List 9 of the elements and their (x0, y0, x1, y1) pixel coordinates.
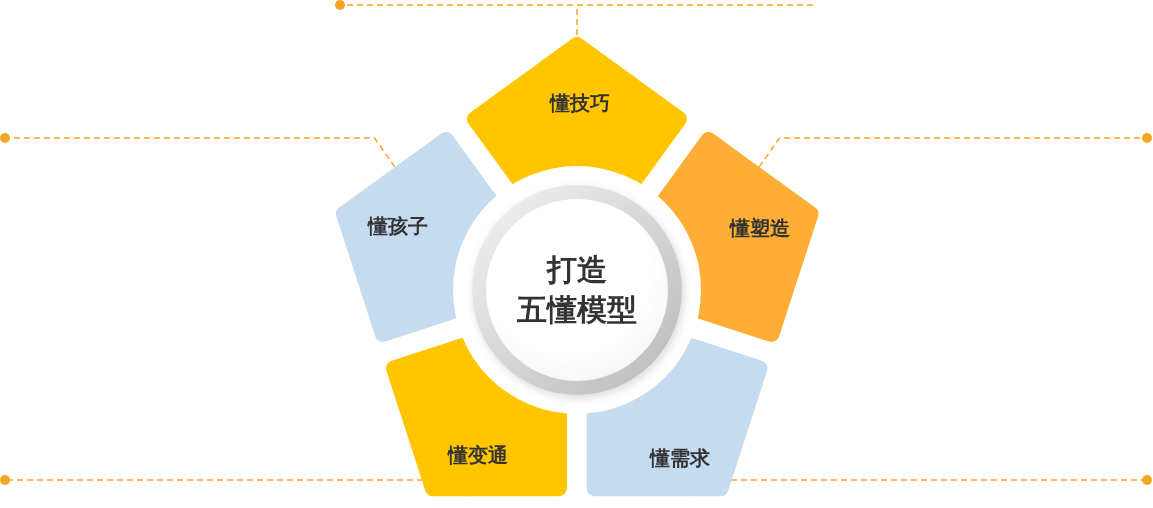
leader-line (335, 0, 816, 36)
center-title: 打造五懂模型 (517, 251, 637, 329)
leader-line (0, 133, 396, 168)
segment-label: 懂需求 (650, 444, 710, 472)
segment-label: 懂技巧 (550, 89, 610, 117)
segment-label: 懂变通 (448, 441, 508, 469)
segment-label: 懂塑造 (730, 214, 790, 242)
segment-label: 懂孩子 (368, 212, 428, 240)
leader-line (758, 133, 1152, 168)
